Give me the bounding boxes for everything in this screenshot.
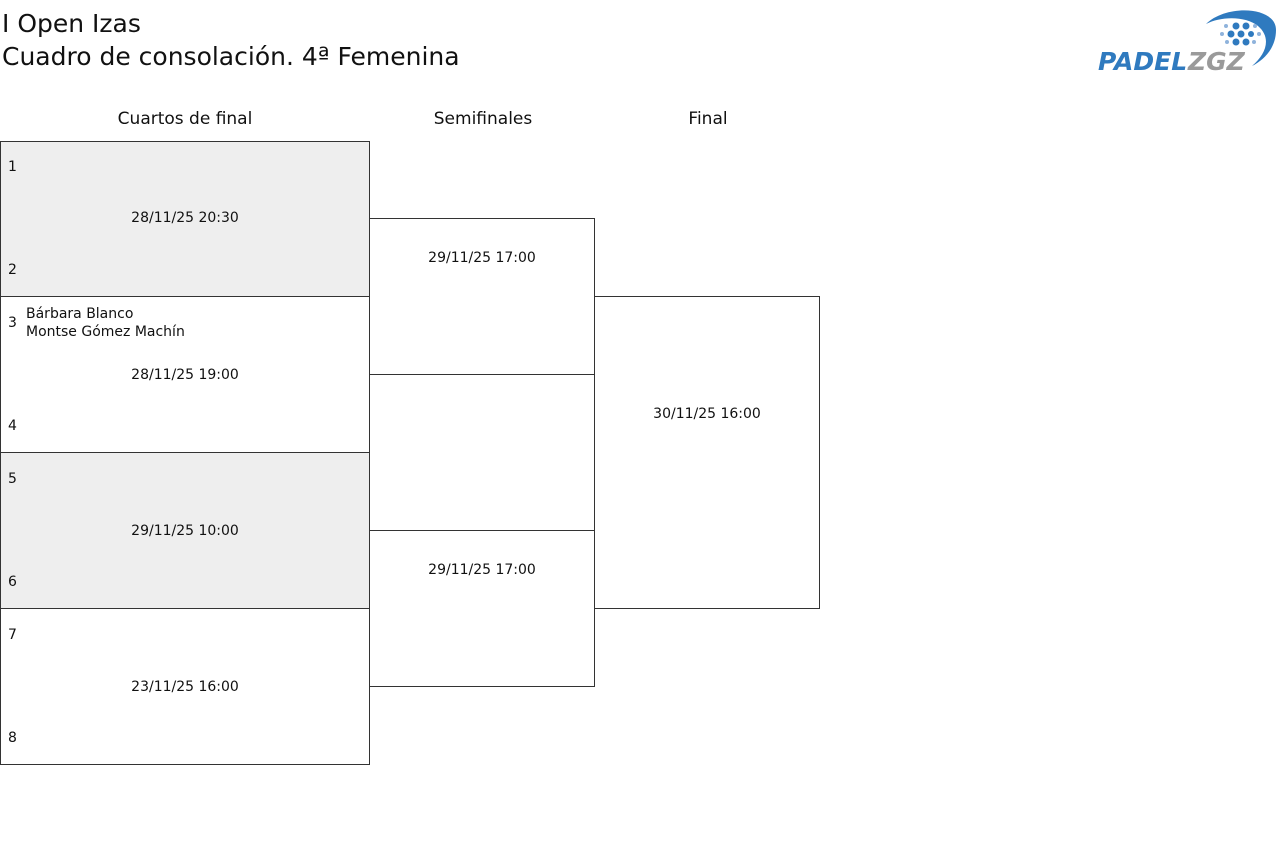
player-name: Montse Gómez Machín (26, 324, 185, 340)
match-qf-2[interactable]: 3 Bárbara Blanco Montse Gómez Machín 28/… (0, 296, 370, 453)
match-date: 28/11/25 20:30 (131, 210, 239, 226)
seed-bottom: 2 (8, 262, 17, 278)
round-header-final: Final (688, 109, 728, 129)
player-name: Bárbara Blanco (26, 306, 134, 322)
seed-top: 7 (8, 627, 17, 643)
seed-bottom: 6 (8, 574, 17, 590)
svg-text:ZGZ: ZGZ (1187, 47, 1246, 74)
team-top: Bárbara Blanco Montse Gómez Machín (26, 305, 185, 341)
logo-text: PADEL (1098, 47, 1187, 74)
match-date: 29/11/25 17:00 (428, 562, 536, 578)
match-qf-4[interactable]: 7 23/11/25 16:00 8 (0, 608, 370, 765)
match-final[interactable]: 30/11/25 16:00 (594, 296, 820, 609)
seed-bottom: 4 (8, 418, 17, 434)
seed-top: 5 (8, 471, 17, 487)
match-date: 23/11/25 16:00 (131, 679, 239, 695)
match-date: 28/11/25 19:00 (131, 367, 239, 383)
padelzgz-logo: PADEL ZGZ (1096, 8, 1278, 78)
tournament-title: I Open Izas (2, 9, 141, 38)
match-date: 29/11/25 17:00 (428, 250, 536, 266)
seed-bottom: 8 (8, 730, 17, 746)
match-date: 29/11/25 10:00 (131, 523, 239, 539)
match-qf-3[interactable]: 5 29/11/25 10:00 6 (0, 452, 370, 609)
seed-top: 1 (8, 159, 17, 175)
round-header-quarterfinals: Cuartos de final (117, 109, 253, 129)
match-sf-1[interactable]: 29/11/25 17:00 (369, 218, 595, 375)
draw-title: Cuadro de consolación. 4ª Femenina (2, 42, 460, 71)
match-sf-2[interactable]: 29/11/25 17:00 (369, 530, 595, 687)
match-qf-1[interactable]: 1 28/11/25 20:30 2 (0, 141, 370, 297)
seed-top: 3 (8, 315, 17, 331)
match-date: 30/11/25 16:00 (653, 406, 761, 422)
round-header-semifinals: Semifinales (433, 109, 533, 129)
